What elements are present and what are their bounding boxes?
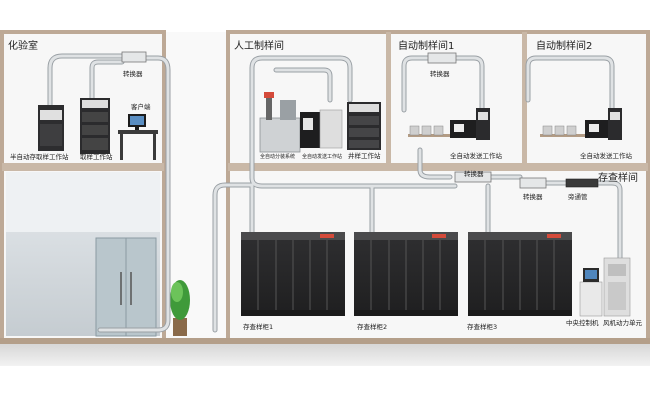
- label-cabinet-1: 存查样柜1: [243, 323, 274, 331]
- room-title-storage: 存查样间: [598, 173, 638, 184]
- label-cabinet-3: 存查样柜3: [467, 323, 498, 331]
- label-central-control: 中央控制机: [566, 319, 599, 327]
- label-switch-right: 转换器: [523, 193, 543, 201]
- label-cabinet-2: 存查样柜2: [357, 323, 388, 331]
- label-fan-unit: 风机动力单元: [603, 319, 642, 327]
- control-and-fan: [579, 257, 631, 317]
- cabinet-2: [354, 232, 458, 316]
- label-switch-lab: 转换器: [123, 70, 143, 78]
- pneumatic-pipes: [47, 53, 623, 333]
- auto-room-2-equipment: [540, 108, 622, 140]
- label-auto-split: 全自动分装系统: [260, 154, 296, 160]
- room-title-auto2: 自动制样间2: [536, 41, 593, 52]
- label-auto-send-manual: 全自动发送工作站: [302, 154, 343, 160]
- auto-room-1-equipment: [408, 108, 490, 140]
- room-title-lab: 化验室: [8, 41, 38, 52]
- label-client: 客户端: [131, 103, 151, 111]
- label-well-station: 井样工作站: [348, 152, 381, 160]
- manual-room-equipment: [259, 92, 381, 153]
- label-switch-auto1: 转换器: [430, 70, 450, 78]
- storage-cabinets: [241, 232, 572, 316]
- label-bypass: 旁通管: [568, 193, 588, 201]
- glass-door-area: [6, 172, 160, 337]
- room-title-manual: 人工制样间: [234, 41, 284, 52]
- label-auto-send-1: 全自动发送工作站: [450, 152, 502, 160]
- label-semi-station: 半自动存取样工作站: [10, 153, 69, 161]
- room-title-auto1: 自动制样间1: [398, 41, 455, 52]
- lab-equipment: [38, 98, 158, 160]
- plant: [170, 280, 190, 336]
- cabinet-3: [468, 232, 572, 316]
- label-auto-send-2: 全自动发送工作站: [580, 152, 632, 160]
- switch-boxes: [121, 51, 599, 189]
- label-switch-mid: 转换器: [464, 170, 484, 178]
- cabinet-1: [241, 232, 345, 316]
- label-take-station: 取样工作站: [80, 153, 113, 161]
